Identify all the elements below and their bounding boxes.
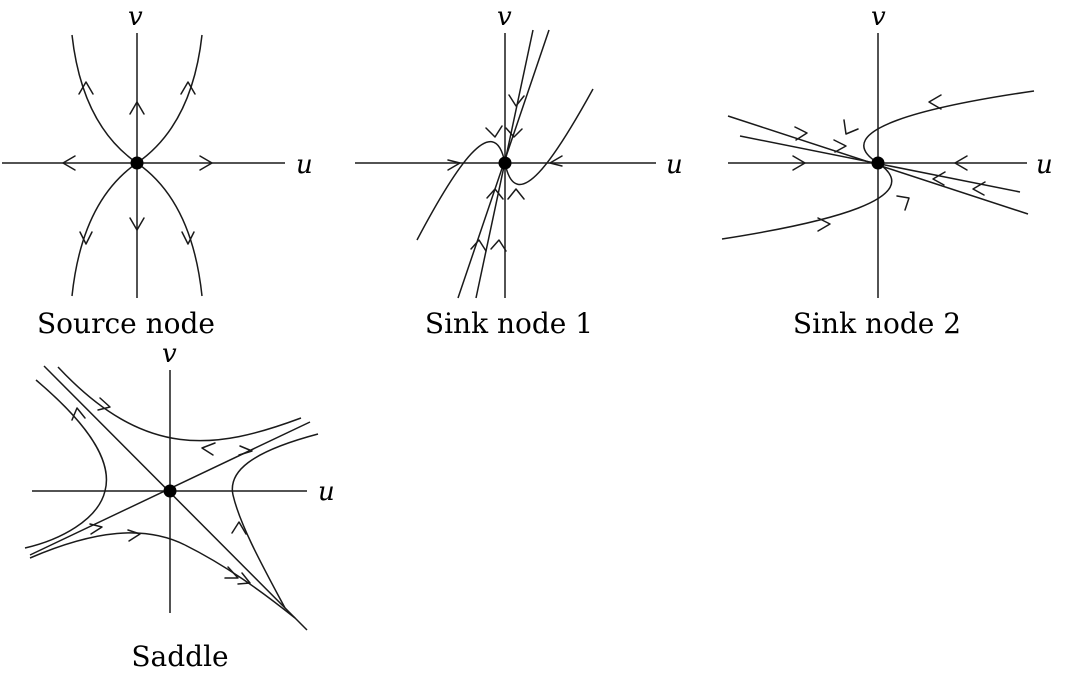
arrow-left <box>201 442 216 456</box>
arrow-right <box>127 529 141 542</box>
trajectory <box>863 90 1035 164</box>
trajectory <box>416 140 506 241</box>
v-axis-label: v <box>162 339 177 369</box>
panel-title: Source node <box>37 307 215 340</box>
trajectory <box>504 88 594 186</box>
equilibrium-point <box>130 156 144 170</box>
arrow-up <box>470 239 487 252</box>
panel-sink-node-2: u v Sink node 2 <box>721 2 1053 340</box>
trajectory <box>136 162 203 297</box>
arrow-right <box>792 155 806 171</box>
v-axis-label: v <box>497 2 512 32</box>
panel-title: Sink node 1 <box>425 307 593 340</box>
arrow-down <box>224 566 239 579</box>
trajectory <box>136 34 203 164</box>
u-axis-label: u <box>296 150 313 180</box>
arrow-down <box>129 217 145 231</box>
v-axis-label: v <box>871 2 886 32</box>
panel-saddle: u v Saddle <box>24 339 335 673</box>
v-axis-label: v <box>128 2 143 32</box>
arrow-up <box>507 188 525 200</box>
arrow-right <box>794 126 808 141</box>
arrow-down <box>97 397 111 411</box>
arrow-up <box>180 81 196 95</box>
arrow-left <box>972 181 986 196</box>
arrow-up <box>490 239 507 252</box>
arrow-up <box>486 188 504 200</box>
arrow-left <box>62 155 76 171</box>
arrow-right <box>89 523 103 535</box>
panel-title: Sink node 2 <box>793 307 961 340</box>
equilibrium-point <box>498 156 512 170</box>
equilibrium-point <box>163 484 177 498</box>
arrow-right <box>833 139 847 153</box>
arrow-right <box>238 445 253 456</box>
arrow-down <box>485 125 503 138</box>
panel-source-node: u v Source node <box>2 2 313 340</box>
equilibrium-point <box>871 156 885 170</box>
trajectory <box>71 162 138 297</box>
trajectory <box>71 34 138 164</box>
arrow-down <box>843 119 859 135</box>
arrow-up <box>71 407 86 421</box>
trajectory <box>184 544 296 619</box>
trajectory <box>29 532 186 559</box>
arrow-up <box>129 101 145 115</box>
u-axis-label: u <box>318 477 335 507</box>
arrow-right <box>817 217 831 232</box>
arrow-left <box>928 94 942 110</box>
panel-sink-node-1: u v Sink node 1 <box>355 2 683 340</box>
u-axis-label: u <box>1036 150 1053 180</box>
trajectory <box>24 379 108 549</box>
arrow-right <box>199 155 213 171</box>
trajectory <box>721 162 893 240</box>
panel-title: Saddle <box>131 640 228 673</box>
arrow-left <box>932 171 946 186</box>
arrow-left <box>954 155 968 171</box>
arrow-down <box>508 94 525 107</box>
arrow-down <box>505 127 523 138</box>
arrow-down <box>79 231 93 245</box>
arrow-down <box>231 521 247 535</box>
arrow-down <box>237 572 251 585</box>
arrow-up <box>78 81 94 95</box>
stable-manifold <box>43 365 308 631</box>
arrow-left <box>549 155 563 167</box>
trajectory <box>231 433 319 609</box>
arrow-down <box>181 231 195 245</box>
u-axis-label: u <box>666 150 683 180</box>
arrow-down <box>896 195 910 211</box>
trajectory <box>57 366 302 442</box>
arrow-right <box>447 159 461 171</box>
